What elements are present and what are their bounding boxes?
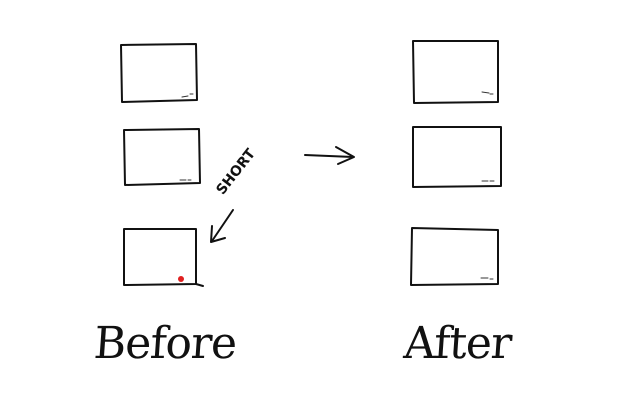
after-window-2 bbox=[412, 126, 502, 188]
short-arrow bbox=[210, 209, 234, 243]
after-window-1 bbox=[412, 40, 499, 104]
before-window-1 bbox=[120, 43, 198, 103]
before-window-3 bbox=[123, 228, 204, 287]
before-window-2 bbox=[123, 128, 201, 186]
before-label: Before bbox=[92, 318, 239, 369]
after-window-3 bbox=[410, 227, 499, 286]
transition-arrow bbox=[304, 146, 355, 165]
after-label: After bbox=[402, 318, 513, 369]
red-marker-dot bbox=[178, 276, 184, 282]
